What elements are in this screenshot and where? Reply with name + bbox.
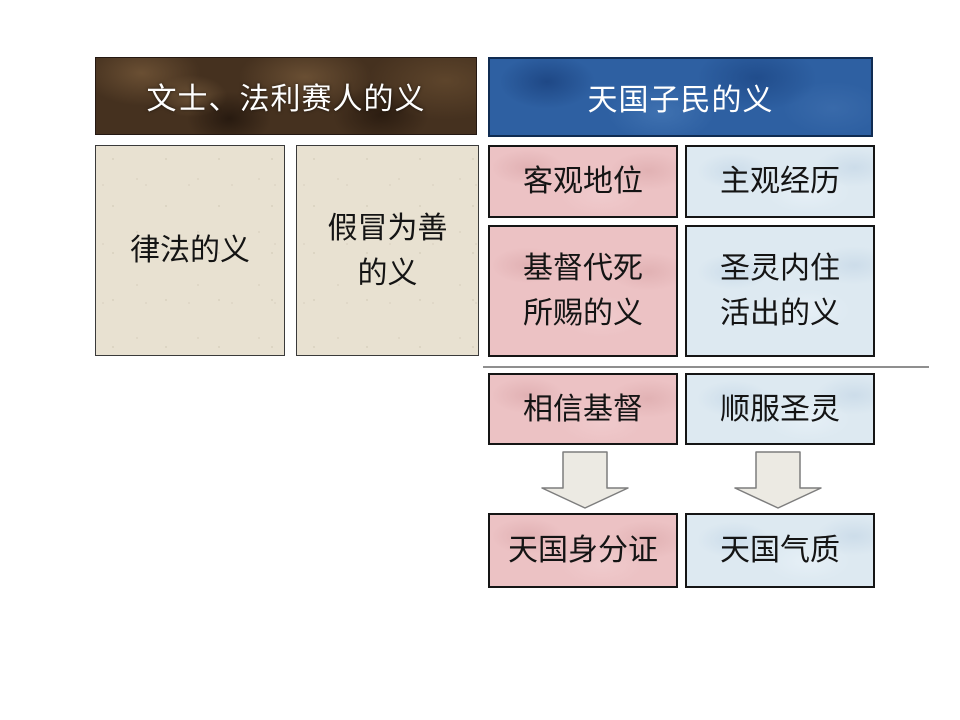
down-arrow-icon (734, 451, 822, 509)
box-believe-christ: 相信基督 (488, 373, 678, 445)
box-spirit-indwelling-righteousness: 圣灵内住 活出的义 (685, 225, 875, 357)
box-hypocrisy-righteousness: 假冒为善 的义 (296, 145, 479, 356)
down-arrow-icon (541, 451, 629, 509)
box-obey-spirit: 顺服圣灵 (685, 373, 875, 445)
divider-line (483, 366, 929, 368)
box-objective-status: 客观地位 (488, 145, 678, 218)
box-subjective-experience: 主观经历 (685, 145, 875, 218)
header-kingdom-citizens: 天国子民的义 (488, 57, 873, 137)
box-kingdom-id-card: 天国身分证 (488, 513, 678, 588)
box-law-righteousness: 律法的义 (95, 145, 285, 356)
box-christ-death-righteousness: 基督代死 所赐的义 (488, 225, 678, 357)
header-scribes-pharisees: 文士、法利赛人的义 (95, 57, 477, 135)
box-kingdom-temperament: 天国气质 (685, 513, 875, 588)
